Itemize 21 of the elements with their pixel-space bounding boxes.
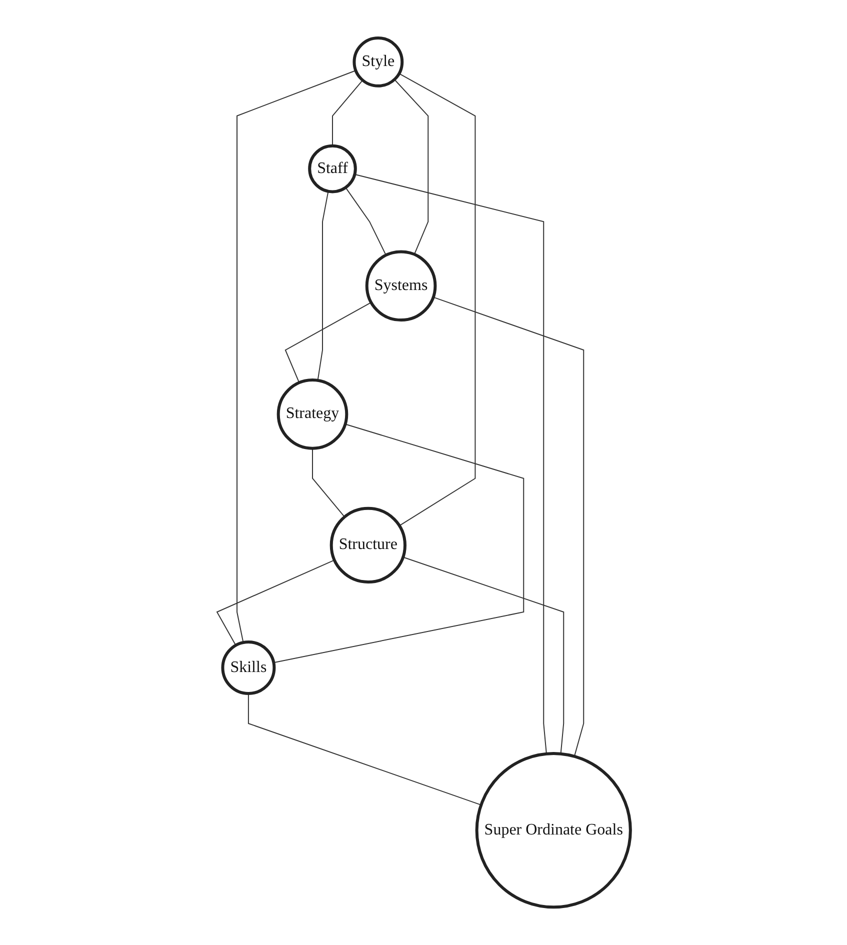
connector	[332, 80, 363, 146]
node-circle: Structure	[330, 506, 406, 584]
connector	[394, 78, 428, 255]
connector	[284, 302, 372, 384]
node-circle: Style	[352, 36, 404, 88]
connector	[398, 73, 476, 526]
connector	[354, 174, 547, 754]
connector	[272, 424, 524, 664]
node-circle: Skills	[221, 640, 276, 695]
connector	[432, 296, 584, 757]
connector	[344, 187, 386, 256]
node-circle: Strategy	[276, 378, 348, 450]
node-circle: Staff	[308, 144, 357, 194]
connector	[216, 560, 335, 646]
connector	[248, 692, 482, 806]
node-circle: Super Ordinate Goals	[475, 752, 632, 909]
connector	[402, 556, 564, 754]
connector	[317, 190, 329, 381]
node-circle: Systems	[365, 250, 436, 322]
connector	[312, 448, 345, 518]
connector	[236, 70, 356, 643]
